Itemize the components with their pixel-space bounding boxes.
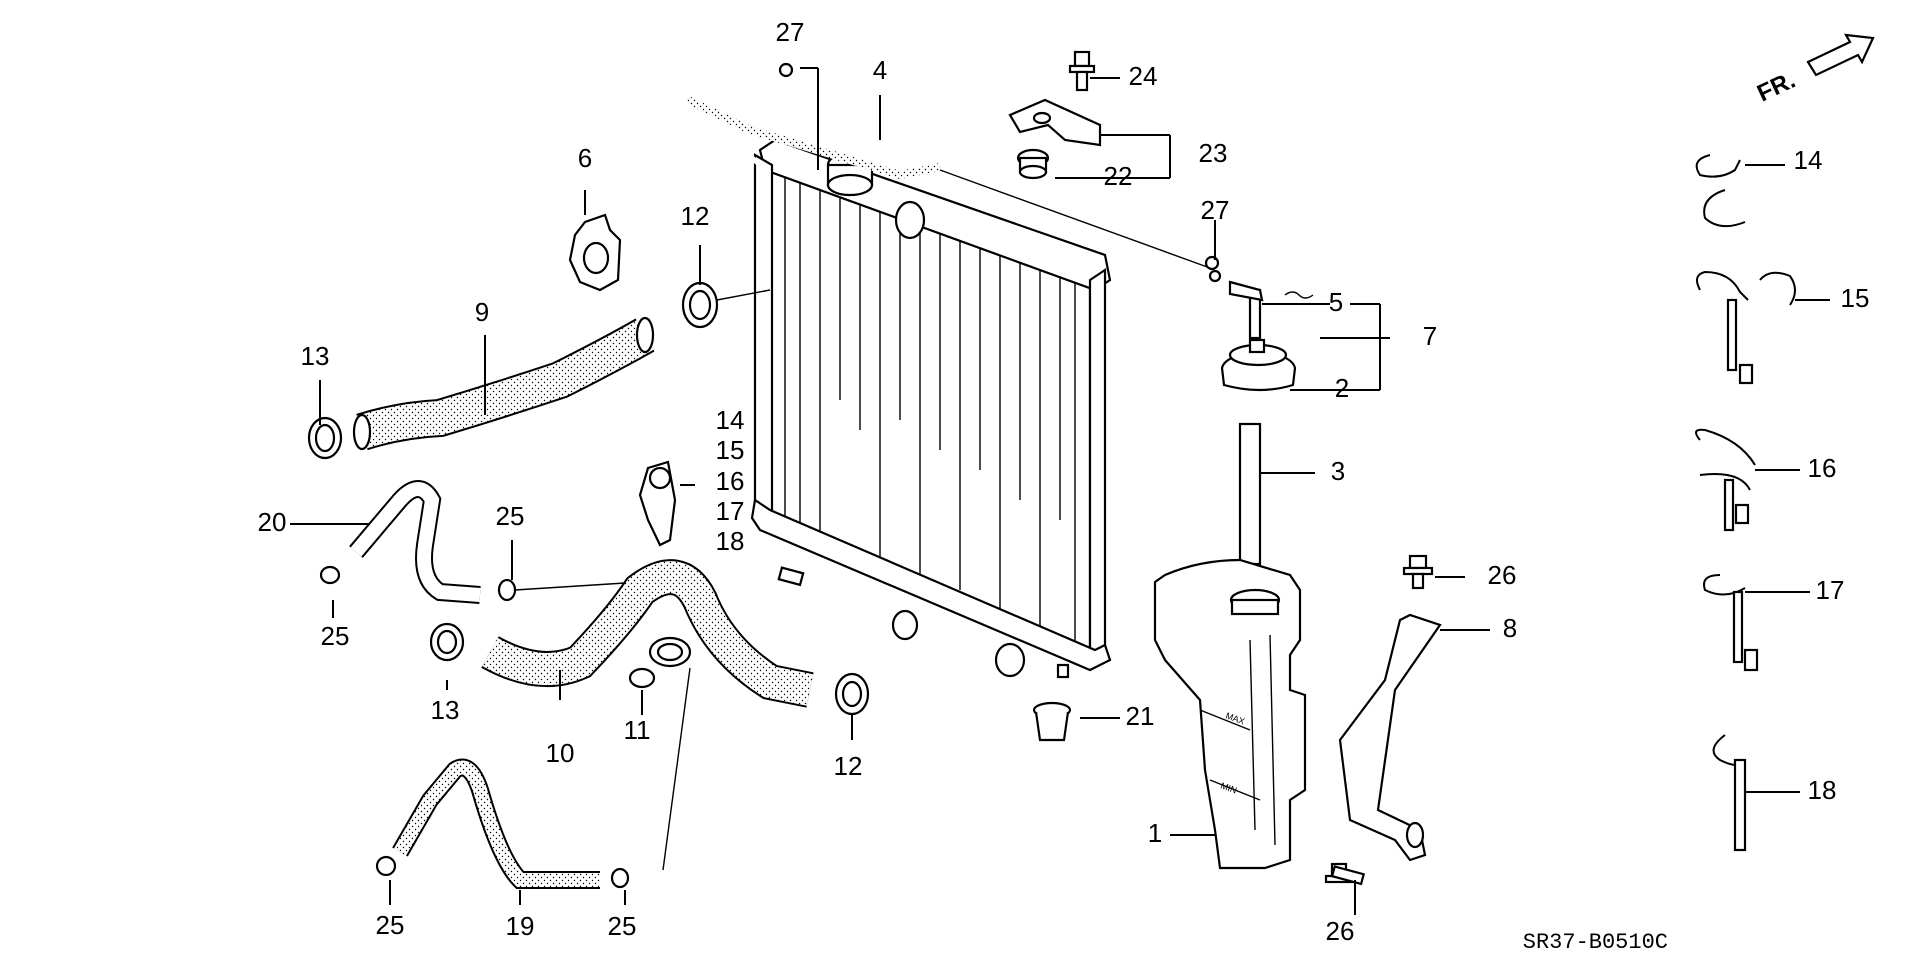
callout-2: 2 bbox=[1335, 373, 1349, 403]
reservoir-bracket bbox=[1338, 613, 1442, 862]
clamp-6 bbox=[568, 213, 622, 292]
callout-10: 10 bbox=[546, 738, 575, 768]
reservoir-cap bbox=[1220, 338, 1297, 392]
callout-14: 14 bbox=[1794, 145, 1823, 175]
callout-12-bottom: 12 bbox=[834, 751, 863, 781]
callout-7: 7 bbox=[1423, 321, 1437, 351]
callout-26-top: 26 bbox=[1488, 560, 1517, 590]
callout-13-bottom: 13 bbox=[431, 695, 460, 725]
callout-16-stack: 16 bbox=[716, 466, 745, 496]
clip-25-c bbox=[375, 855, 397, 877]
callout-15: 15 bbox=[1841, 283, 1870, 313]
callout-5: 5 bbox=[1329, 287, 1343, 317]
clip-15-detail bbox=[1695, 270, 1796, 385]
bolt-24 bbox=[1068, 50, 1096, 92]
cap-7-seal bbox=[1284, 291, 1314, 299]
clip-16-detail bbox=[1695, 428, 1756, 532]
coolant-reservoir: MAX MIN bbox=[1153, 558, 1307, 870]
callout-26-bottom: 26 bbox=[1326, 916, 1355, 946]
callout-9: 9 bbox=[475, 297, 489, 327]
callout-6: 6 bbox=[578, 143, 592, 173]
hose-clamp-12-top bbox=[681, 281, 771, 329]
cap-nozzle-5 bbox=[1208, 269, 1264, 340]
bolt-26-top bbox=[1402, 554, 1434, 590]
callout-21: 21 bbox=[1126, 701, 1155, 731]
callout-3: 3 bbox=[1331, 456, 1345, 486]
hose-clamp-11 bbox=[628, 636, 692, 689]
clip-17-detail bbox=[1703, 574, 1759, 672]
callout-20: 20 bbox=[258, 507, 287, 537]
callout-25-b: 25 bbox=[321, 621, 350, 651]
callout-14-stack: 14 bbox=[716, 405, 745, 435]
callout-23: 23 bbox=[1199, 138, 1228, 168]
callout-12-top: 12 bbox=[681, 201, 710, 231]
clip-stack-14-18 bbox=[638, 460, 677, 547]
upper-hose bbox=[352, 316, 655, 451]
bolt-26-bottom bbox=[1324, 862, 1366, 886]
callout-18: 18 bbox=[1808, 775, 1837, 805]
lower-hose bbox=[481, 559, 814, 708]
callout-24: 24 bbox=[1129, 61, 1158, 91]
callout-17: 17 bbox=[1816, 575, 1845, 605]
clip-27-right bbox=[1204, 255, 1220, 271]
diagram-code: SR37-B0510C bbox=[1523, 930, 1668, 955]
clip-14-detail bbox=[1695, 154, 1746, 228]
callout-27-right: 27 bbox=[1201, 195, 1230, 225]
grommet-21 bbox=[1032, 701, 1072, 742]
overflow-tube bbox=[686, 96, 1211, 269]
callout-4: 4 bbox=[873, 55, 887, 85]
hose-clamp-13-bottom bbox=[429, 622, 465, 662]
callout-25-a: 25 bbox=[496, 501, 525, 531]
callout-18-stack: 18 bbox=[716, 526, 745, 556]
callout-25-c: 25 bbox=[376, 910, 405, 940]
reservoir-tube bbox=[1238, 422, 1262, 566]
clip-25-a bbox=[319, 565, 341, 585]
clip-25-d bbox=[610, 667, 691, 889]
callout-13-top: 13 bbox=[301, 341, 330, 371]
callout-11: 11 bbox=[624, 715, 651, 745]
bypass-hose-19 bbox=[392, 758, 600, 889]
radiator bbox=[750, 138, 1112, 679]
hose-clamp-13-top bbox=[307, 416, 343, 460]
clip-18-detail bbox=[1712, 734, 1747, 852]
callout-15-stack: 15 bbox=[716, 435, 745, 465]
callout-22: 22 bbox=[1104, 161, 1133, 191]
bypass-hose-20 bbox=[349, 480, 481, 604]
callout-17-stack: 17 bbox=[716, 496, 745, 526]
clip-27-top bbox=[778, 62, 819, 170]
grommet-22 bbox=[1016, 148, 1050, 180]
callout-numbers: 27 4 6 12 9 13 14 15 16 17 18 20 25 25 1… bbox=[258, 17, 1870, 946]
fr-label: FR. bbox=[1753, 67, 1799, 108]
callout-27-top: 27 bbox=[776, 17, 805, 47]
callout-16: 16 bbox=[1808, 453, 1837, 483]
callout-25-d: 25 bbox=[608, 911, 637, 941]
callout-1: 1 bbox=[1148, 818, 1162, 848]
clip-25-b bbox=[497, 578, 626, 602]
callout-8: 8 bbox=[1503, 613, 1517, 643]
mount-bracket-23 bbox=[1008, 98, 1102, 147]
callout-19: 19 bbox=[506, 911, 535, 941]
leader-lines bbox=[290, 77, 1830, 915]
hose-clamp-12-bottom bbox=[834, 672, 870, 716]
forward-arrow-icon: FR. bbox=[1753, 33, 1875, 108]
